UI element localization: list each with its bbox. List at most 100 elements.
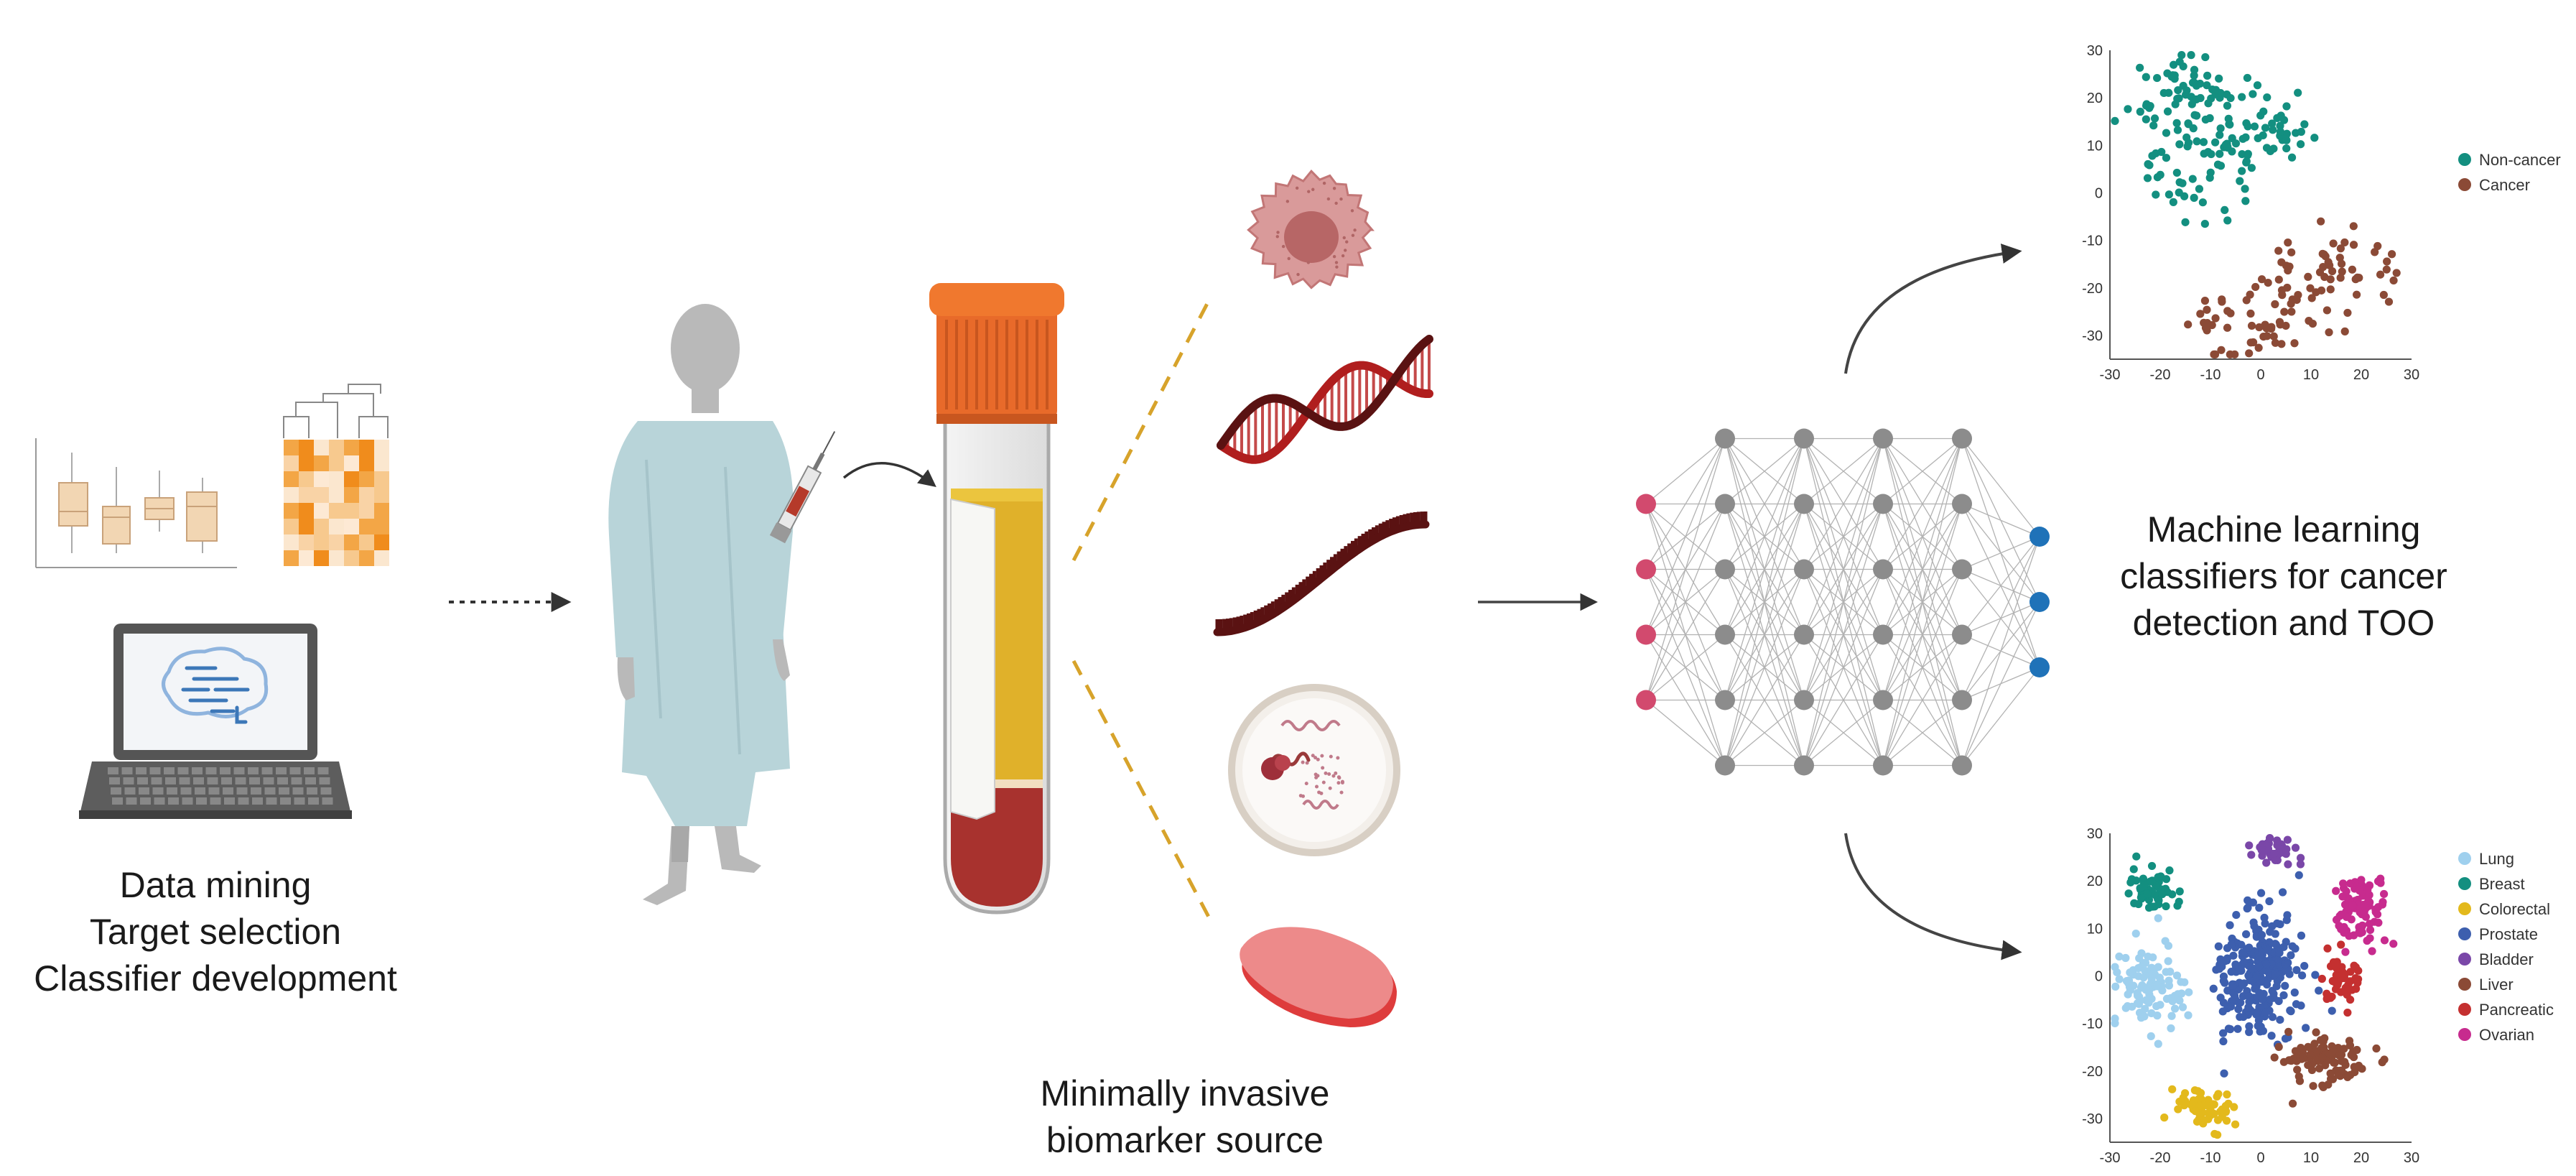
scatter-point (2257, 930, 2266, 940)
scatter-point (2246, 290, 2254, 299)
scatter-point (2282, 144, 2291, 153)
scatter-point (2280, 307, 2289, 316)
scatter-point (2297, 971, 2307, 980)
scatter-point (2207, 94, 2215, 103)
scatter-point (2244, 971, 2253, 980)
scatter-point (2358, 921, 2367, 930)
scatter-point (2231, 1120, 2240, 1129)
hidden-node (1715, 559, 1735, 580)
scatter-point (2358, 1065, 2366, 1073)
scatter-point (2223, 1090, 2231, 1099)
scatter-point (2175, 887, 2184, 896)
scatter-point (2172, 119, 2181, 127)
scatter-point (2162, 902, 2170, 911)
x-tick-label: -30 (2100, 367, 2121, 383)
scatter-point (2216, 994, 2225, 1002)
middle-caption: Minimally invasive biomarker source (991, 1070, 1379, 1164)
scatter-point (2326, 285, 2335, 294)
scatter-point (2273, 856, 2282, 865)
scatter-point (2304, 272, 2312, 282)
legend-label: Ovarian (2479, 1026, 2534, 1044)
y-tick-label: -20 (2082, 281, 2103, 297)
scatter-point (2214, 1090, 2223, 1098)
scatter-point (2226, 1002, 2236, 1011)
scatter-point (2257, 846, 2266, 855)
scatter-point (2270, 849, 2279, 858)
scatter-point (2152, 190, 2160, 199)
scatter-point (2281, 1034, 2290, 1043)
scatter-point (2216, 955, 2225, 964)
scatter-point (2296, 140, 2305, 149)
scatter-point (2232, 910, 2241, 920)
scatter-point (2310, 134, 2319, 142)
scatter-point (2379, 290, 2388, 300)
scatter-point (2190, 71, 2198, 80)
scatter-point (2332, 915, 2341, 924)
scatter-point (2254, 1016, 2263, 1024)
scatter-point (2338, 267, 2346, 276)
scatter-point (2219, 972, 2228, 981)
scatter-point (2167, 1011, 2176, 1020)
scatter-point (2163, 107, 2172, 116)
syringe-icon (769, 431, 836, 544)
scatter-point (2145, 161, 2154, 170)
laptop-icon (79, 624, 352, 819)
x-tick-label: -10 (2200, 367, 2221, 383)
scatter-point (2287, 1007, 2295, 1016)
scatter-point (2218, 295, 2226, 304)
scatter-point (2349, 222, 2358, 231)
scatter-point (2213, 160, 2223, 169)
scatter-point (2325, 328, 2333, 337)
scatter-point (2214, 942, 2223, 950)
scatter-point (2265, 897, 2274, 906)
scatter-point (2146, 101, 2154, 111)
scatter-point (2226, 921, 2234, 930)
scatter-point (2203, 305, 2211, 314)
scatter-point (2275, 948, 2284, 958)
scatter-point (2211, 138, 2220, 147)
scatter-point (2243, 122, 2252, 131)
scatter-point (2195, 185, 2204, 193)
left-caption-line3: Classifier development (34, 958, 397, 999)
scatter-point (2274, 246, 2283, 255)
hidden-node (1715, 755, 1735, 776)
scatter-point (2165, 976, 2173, 985)
scatter-point (2309, 1082, 2317, 1091)
scatter-point (2204, 1108, 2213, 1118)
middle-caption-line2: biomarker source (1046, 1120, 1324, 1160)
scatter-point (2190, 111, 2199, 119)
scatter-point (2263, 93, 2272, 102)
scatter-point (2306, 1050, 2315, 1059)
scatter-point (2335, 254, 2344, 262)
scatter-point (2323, 992, 2332, 1001)
scatter-point (2174, 85, 2182, 95)
dashed-fan-upper (1071, 297, 1212, 562)
scatter-point (2288, 1099, 2297, 1108)
y-tick-label: 0 (2095, 185, 2103, 201)
scatter-point (2297, 127, 2305, 136)
scatter-point (2348, 265, 2357, 274)
output-node (2029, 657, 2050, 677)
scatter-point (2373, 241, 2382, 251)
scatter-point (2175, 996, 2184, 1005)
left-caption: Data mining Target selection Classifier … (14, 862, 417, 1002)
scatter-point (2132, 852, 2141, 861)
scatter-point (2147, 861, 2157, 871)
scatter-point (2219, 1037, 2228, 1046)
scatter-point (2216, 124, 2225, 133)
scatter-point (2332, 886, 2340, 895)
scatter-point (2203, 71, 2212, 80)
scatter-point (2263, 332, 2272, 341)
scatter-point (2111, 116, 2119, 125)
scatter-point (2312, 1052, 2320, 1061)
scatter-point (2271, 930, 2279, 938)
x-tick-label: -20 (2150, 367, 2171, 383)
curved-arrow-to-multiclass-chart (1844, 833, 2022, 960)
scatter-point (2292, 1057, 2301, 1065)
output-node (2029, 527, 2050, 547)
y-tick-label: 20 (2087, 91, 2103, 106)
scatter-point (2147, 1009, 2156, 1018)
input-node (1636, 559, 1656, 580)
scatter-point (2319, 263, 2328, 272)
neural-network-icon (1636, 428, 2050, 776)
